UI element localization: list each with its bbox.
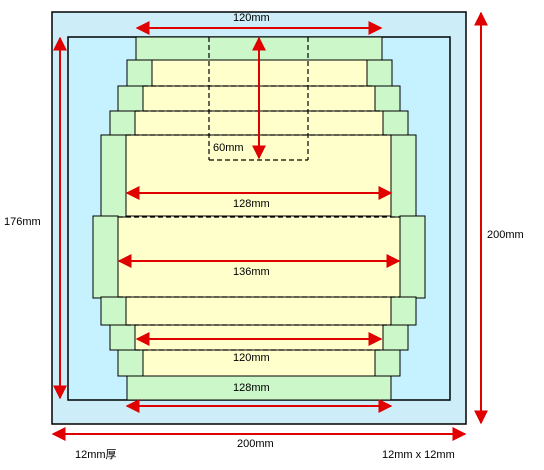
label-thickness-note: 12mm厚: [75, 449, 117, 461]
right-strip-5: [399, 215, 426, 299]
right-strip-4: [390, 134, 417, 218]
right-strip-1: [366, 59, 393, 87]
label-section-note: 12mm x 12mm: [382, 449, 455, 461]
body-row-7: [117, 324, 401, 351]
left-strip-4: [100, 134, 127, 218]
left-strip-3: [109, 110, 136, 136]
right-strip-8: [374, 349, 401, 377]
label-bottom-width: 128mm: [233, 382, 270, 394]
label-upper-width: 128mm: [233, 198, 270, 210]
label-right-height: 200mm: [487, 229, 524, 241]
left-strip-8: [117, 349, 144, 377]
right-strip-3: [382, 110, 409, 136]
body-row-8: [126, 349, 392, 377]
body-row-5: [100, 215, 418, 298]
label-top-width: 120mm: [233, 12, 270, 24]
body-row-6: [109, 296, 409, 326]
left-strip-6: [100, 296, 127, 326]
label-middle-width: 136mm: [233, 266, 270, 278]
right-strip-2: [374, 85, 401, 112]
left-strip-5: [92, 215, 119, 299]
right-strip-6: [390, 296, 417, 326]
label-base-width: 200mm: [237, 438, 274, 450]
label-left-height: 176mm: [4, 216, 41, 228]
label-slot-height: 60mm: [213, 142, 244, 154]
bottom-strip: [126, 375, 392, 401]
right-strip-7: [382, 324, 409, 351]
dimension-lines: [51, 11, 488, 441]
left-strip-7: [109, 324, 136, 351]
left-strip-1: [126, 59, 153, 87]
label-lower-width: 120mm: [233, 352, 270, 364]
green-strips: [92, 36, 426, 401]
left-strip-2: [117, 85, 144, 112]
